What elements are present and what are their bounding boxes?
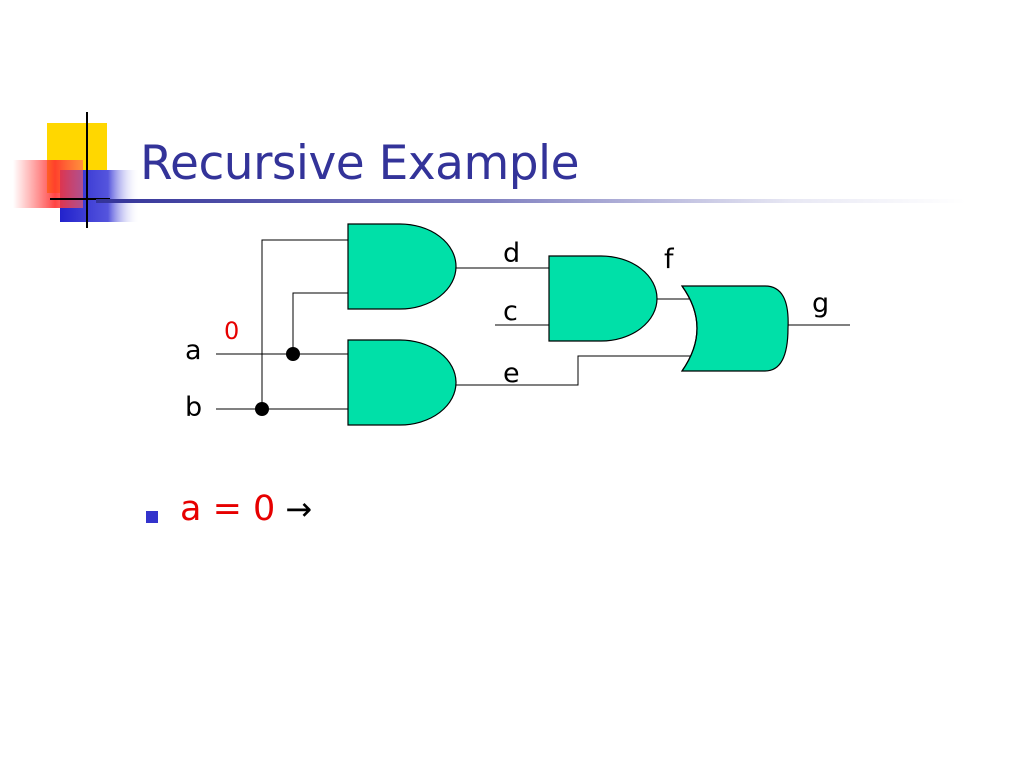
label-f: f xyxy=(664,244,675,275)
label-c: c xyxy=(503,296,518,327)
title-underline xyxy=(96,199,966,203)
label-b: b xyxy=(185,392,202,423)
wire-e xyxy=(456,355,698,386)
label-g: g xyxy=(812,288,829,319)
wire-a-branch xyxy=(292,292,348,354)
and-gate-bottom xyxy=(347,339,457,426)
slide-title: Recursive Example xyxy=(140,136,580,191)
label-a: a xyxy=(185,335,202,366)
label-e: e xyxy=(503,358,520,389)
junction-dot-b xyxy=(255,402,269,416)
or-gate-back-arc xyxy=(681,285,698,372)
junction-dot-a xyxy=(286,347,300,361)
and-gate-middle xyxy=(548,255,658,342)
bullet-item: a = 0→ xyxy=(180,489,312,529)
label-d: d xyxy=(503,238,520,269)
bullet-marker xyxy=(146,511,158,523)
right-arrow-icon: → xyxy=(285,490,313,528)
bullet-text: a = 0 xyxy=(180,489,276,529)
wire-b-branch xyxy=(261,239,348,409)
label-a-value: 0 xyxy=(224,317,239,345)
or-gate xyxy=(680,285,789,372)
and-gate-top xyxy=(347,223,457,310)
